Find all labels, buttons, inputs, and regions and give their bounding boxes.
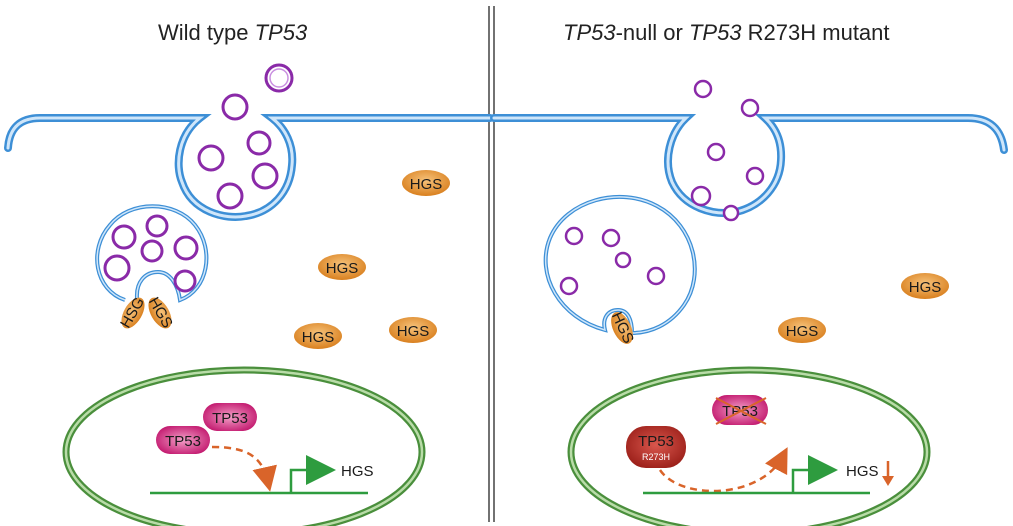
multivesicular-body-right [543,194,697,336]
panel-divider [488,6,495,522]
tp53-protein-left-1: TP53 [203,403,257,431]
exosome-vesicles-left [197,63,294,210]
panel-title-wild-type: Wild type TP53 [158,20,308,45]
exosome-vesicles-right [690,79,765,222]
plasma-membrane-right [490,114,1008,217]
activation-arrow-left [211,445,277,492]
svg-text:HGS: HGS [786,323,819,340]
tp53-protein-left-2: TP53 [156,426,210,454]
tp53-r273h-mutant: TP53 R273H [626,426,686,468]
svg-text:TP53: TP53 [165,433,201,450]
nucleus-left [62,366,426,526]
svg-text:HGS: HGS [302,329,335,346]
nucleus-right [567,366,931,526]
activation-arrow-right [658,447,788,493]
svg-text:HGS: HGS [397,323,430,340]
svg-text:HGS: HGS [909,279,942,296]
hgs-bound-left: HSG HGS [117,294,176,331]
hgs-bound-right: HGS [608,309,637,346]
hgs-protein-left-1: HGS [402,170,450,196]
hgs-protein-left-2: HGS [318,254,366,280]
hgs-protein-right-2: HGS [778,317,826,343]
svg-text:HGS: HGS [608,309,637,346]
svg-text:HGS: HGS [846,463,879,480]
hgs-protein-left-4: HGS [389,317,437,343]
plasma-membrane-left [4,114,494,221]
svg-text:TP53: TP53 [212,410,248,427]
svg-text:HGS: HGS [326,260,359,277]
hgs-protein-left-3: HGS [294,323,342,349]
intraluminal-vesicles-right [559,226,666,296]
down-arrow-icon [882,461,894,486]
svg-text:HGS: HGS [145,294,176,331]
multivesicular-body-left [95,204,209,303]
hgs-protein-right-1: HGS [901,273,949,299]
panel-title-mutant: TP53-null or TP53 R273H mutant [563,20,890,45]
svg-text:HGS: HGS [410,176,443,193]
hgs-gene-right: HGS [643,455,894,495]
intraluminal-vesicles-left [103,214,199,293]
svg-text:HGS: HGS [341,463,374,480]
hgs-gene-left: HGS [150,455,374,495]
svg-text:R273H: R273H [642,452,670,462]
tp53-null-protein: TP53 [712,395,768,425]
svg-text:TP53: TP53 [638,433,674,450]
